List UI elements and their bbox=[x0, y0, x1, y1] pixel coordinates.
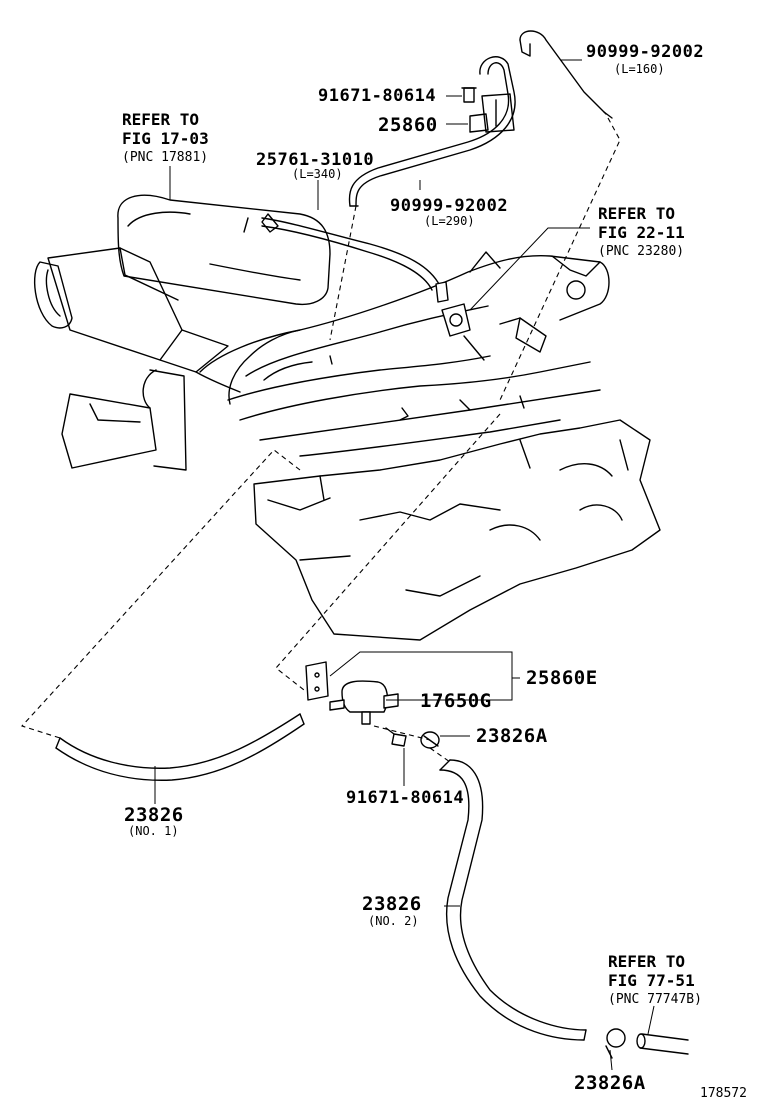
hose-left-length: (L=340) bbox=[292, 167, 343, 181]
vsv-assembly-top bbox=[461, 87, 515, 133]
part-number-vsv-assembly[interactable]: 25860 bbox=[378, 114, 438, 136]
vsv-valve-icon bbox=[329, 680, 399, 725]
reference-fig-17-03[interactable]: REFER TO FIG 17-03 (PNC 17881) bbox=[122, 110, 209, 167]
part-number-clamp-mid[interactable]: 23826A bbox=[476, 725, 548, 747]
engine-block bbox=[253, 419, 661, 641]
reference-pnc: (PNC 23280) bbox=[598, 244, 685, 259]
part-number-clamp-bottom[interactable]: 23826A bbox=[574, 1072, 646, 1094]
dashed-reference-lines bbox=[21, 117, 621, 763]
reference-line1: REFER TO bbox=[598, 204, 676, 223]
illustration-code: 178572 bbox=[700, 1086, 747, 1101]
reference-line2: FIG 17-03 bbox=[122, 129, 209, 148]
intake-manifold bbox=[199, 251, 610, 457]
fuel-pipe-bottom bbox=[636, 1033, 689, 1055]
reference-line2: FIG 77-51 bbox=[608, 971, 695, 990]
hose-mid-l290 bbox=[348, 56, 516, 207]
hose-mid-length: (L=290) bbox=[424, 214, 475, 228]
part-number-hose-left[interactable]: 25761-31010 bbox=[256, 150, 375, 170]
reference-pnc: (PNC 17881) bbox=[122, 150, 209, 165]
engine-bracket-left bbox=[61, 369, 187, 471]
reference-pnc: (PNC 77747B) bbox=[608, 992, 702, 1007]
reference-line1: REFER TO bbox=[122, 110, 200, 129]
part-number-hose-mid[interactable]: 90999-92002 bbox=[390, 196, 509, 216]
hose-top-length: (L=160) bbox=[614, 62, 665, 76]
hose-top-l160 bbox=[519, 30, 613, 119]
part-number-hose-no1[interactable]: 23826 bbox=[124, 804, 184, 826]
reference-fig-22-11[interactable]: REFER TO FIG 22-11 (PNC 23280) bbox=[598, 204, 685, 261]
part-number-hose-top[interactable]: 90999-92002 bbox=[586, 42, 705, 62]
part-number-vsv[interactable]: 17650G bbox=[420, 690, 492, 712]
part-number-vsv-set[interactable]: 25860E bbox=[526, 667, 598, 689]
hose-icon bbox=[55, 713, 305, 781]
vsv-bracket bbox=[305, 661, 329, 701]
clamp-bottom bbox=[605, 1028, 626, 1059]
part-number-bolt-top[interactable]: 91671-80614 bbox=[318, 86, 437, 106]
reference-line2: FIG 22-11 bbox=[598, 223, 685, 242]
air-intake-duct bbox=[33, 247, 241, 393]
hose-no1-note: (NO. 1) bbox=[128, 824, 179, 838]
vacuum-sensor-manifold bbox=[441, 303, 485, 361]
resonator-cover bbox=[117, 194, 331, 306]
reference-fig-77-51[interactable]: REFER TO FIG 77-51 (PNC 77747B) bbox=[608, 952, 702, 1009]
reference-line1: REFER TO bbox=[608, 952, 686, 971]
hose-no2 bbox=[439, 759, 587, 1041]
part-number-hose-no2[interactable]: 23826 bbox=[362, 893, 422, 915]
leader-lines bbox=[154, 59, 655, 1071]
hose-no2-note: (NO. 2) bbox=[368, 914, 419, 928]
hose-left-l340 bbox=[261, 217, 449, 303]
part-number-bolt-bottom[interactable]: 91671-80614 bbox=[346, 788, 465, 808]
bolt-icon bbox=[385, 727, 407, 747]
